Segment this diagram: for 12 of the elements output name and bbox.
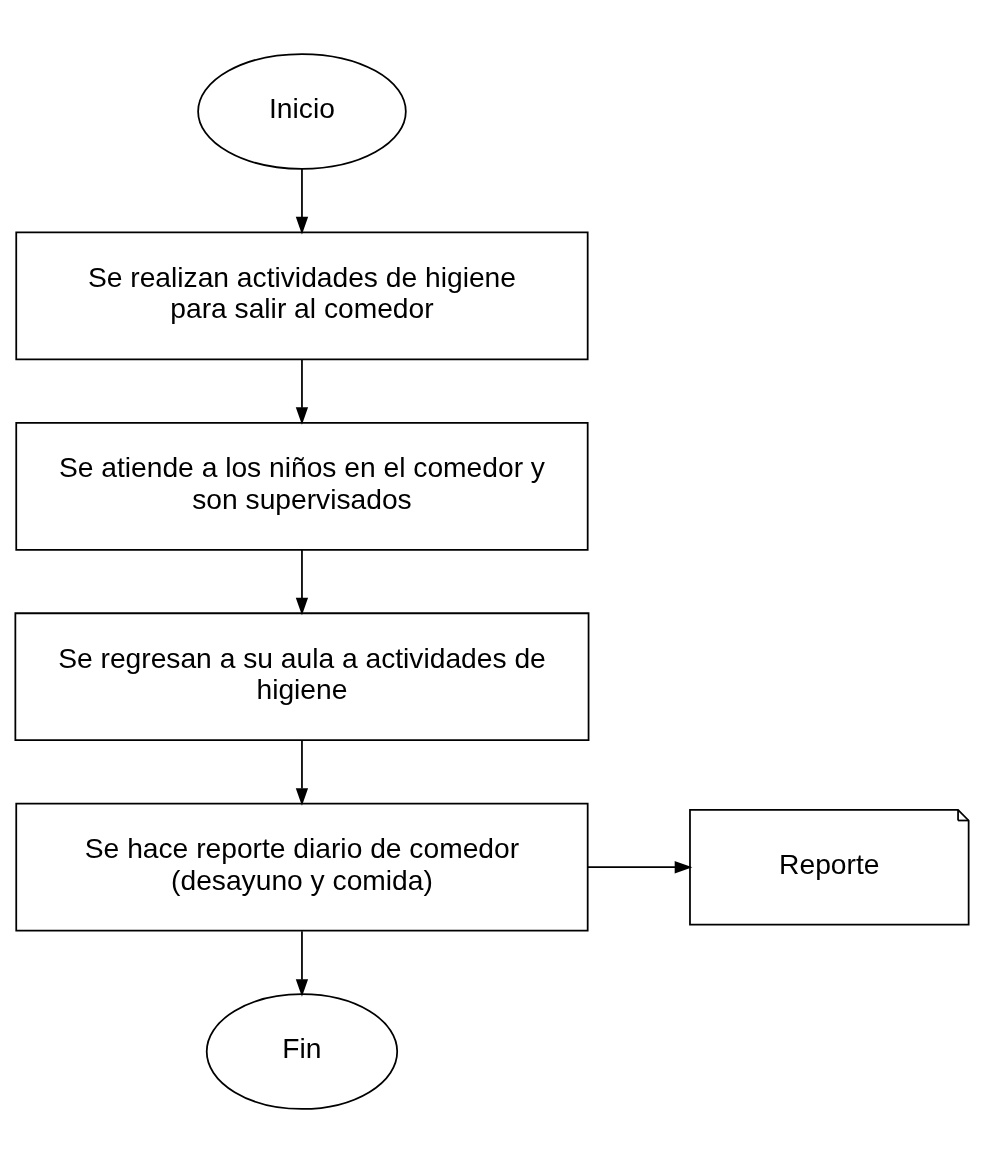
arrow bbox=[586, 861, 693, 874]
node-ellipse: Inicio bbox=[197, 53, 407, 170]
arrow bbox=[295, 358, 309, 425]
node-box: Se hace reporte diario de comedor (desayuno y comida) bbox=[15, 802, 589, 932]
node-box: Se regresan a su aula a actividades de higiene bbox=[14, 612, 590, 742]
node-box: Se atiende a los niños en el comedor y son supervisados bbox=[15, 421, 589, 551]
node-ellipse: Fin bbox=[205, 993, 399, 1110]
arrow bbox=[295, 930, 309, 997]
arrow bbox=[295, 739, 309, 806]
arrow bbox=[295, 168, 309, 235]
node-box: Se realizan actividades de higiene para salir al comedor bbox=[15, 231, 589, 361]
arrow bbox=[295, 548, 309, 616]
